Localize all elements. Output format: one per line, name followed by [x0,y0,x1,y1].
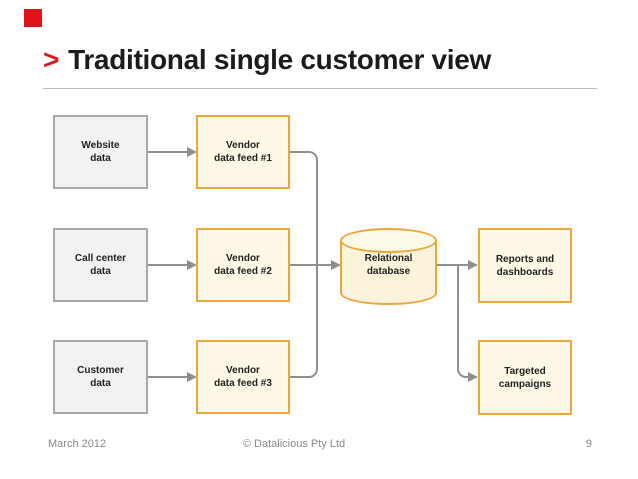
source-box-customer: Customer data [53,340,148,414]
node-label-line: data feed #1 [214,153,272,164]
slide-title-text: Traditional single customer view [68,44,492,75]
output-box-reports: Reports and dashboards [478,228,572,303]
node-label-line: Reports and [495,253,555,265]
output-box-campaigns: Targeted campaigns [478,340,572,415]
arrowhead-feed2 [187,260,197,270]
arrowhead-database [331,260,341,270]
feed-box-1: Vendor data feed #1 [196,115,290,189]
node-label-line: Relational [364,253,413,264]
node-label-line: data feed #2 [214,266,272,277]
node-label-line: Website [81,140,120,151]
node-label-line: Customer [77,365,124,376]
node-label-line: Vendor [226,253,260,264]
node-label-line: data [90,266,111,277]
node-label-line: Call center [74,253,127,264]
footer-page-number: 9 [585,438,592,450]
node-label-line: Vendor [226,365,260,376]
title-underline [43,88,597,89]
arrowhead-feed3 [187,372,197,382]
footer-date: March 2012 [48,438,107,450]
database-label: Relational database [340,252,437,278]
node-label-line: data [90,153,111,164]
arrowhead-reports [468,260,478,270]
arrowhead-campaigns [468,372,478,382]
node-label-line: data feed #3 [214,378,272,389]
source-box-callcenter: Call center data [53,228,148,302]
node-label-line: database [366,266,411,277]
node-label-line: Targeted [504,365,546,377]
node-label-line: Vendor [226,140,260,151]
node-label-line: campaigns [498,378,552,390]
source-box-website: Website data [53,115,148,189]
branch-to-campaigns [457,266,469,378]
footer-copyright: © Datalicious Pty Ltd [242,438,346,450]
node-label-line: dashboards [496,266,554,278]
arrowhead-feed1 [187,147,197,157]
feed-box-3: Vendor data feed #3 [196,340,290,414]
title-chevron-icon: > [43,44,60,75]
database-cylinder-top [340,228,437,253]
slide-title: > Traditional single customer view [43,43,491,77]
feed-box-2: Vendor data feed #2 [196,228,290,302]
node-label-line: data [90,378,111,389]
brand-logo-square [24,9,42,27]
